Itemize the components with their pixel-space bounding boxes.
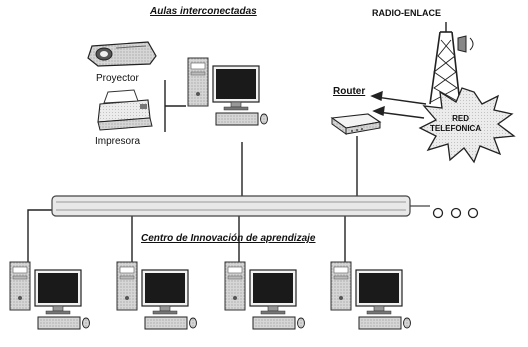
router-icon (330, 113, 382, 135)
telefonica-line: TELEFONICA (430, 124, 482, 133)
centro-computer-1 (9, 261, 91, 330)
red-line: RED (452, 114, 469, 123)
red-telefonica-label: RED TELEFONICA (430, 114, 481, 134)
impresora-label: Impresora (95, 136, 141, 147)
centro-computer-2 (116, 261, 198, 330)
centro-computer-4 (330, 261, 412, 330)
centro-label: Centro de Innovación de aprendizaje (141, 233, 316, 244)
network-bus (51, 195, 411, 217)
peripheral-link (164, 80, 186, 132)
radio-tower-icon (429, 22, 474, 105)
printer-icon (97, 89, 153, 131)
proyector-label: Proyector (96, 73, 139, 84)
centro-computer-3 (224, 261, 306, 330)
telephone-network-cloud-icon (418, 87, 516, 164)
pc1-link (27, 209, 52, 262)
router-cloud-arrows (370, 90, 427, 119)
bus-continuation-dots (432, 207, 479, 219)
aulas-title: Aulas interconectadas (150, 6, 257, 17)
aulas-computer (187, 57, 269, 126)
router-label: Router (333, 86, 366, 97)
radio-enlace-label: RADIO-ENLACE (372, 8, 441, 18)
projector-icon (87, 41, 157, 67)
connection-lines (27, 80, 358, 262)
